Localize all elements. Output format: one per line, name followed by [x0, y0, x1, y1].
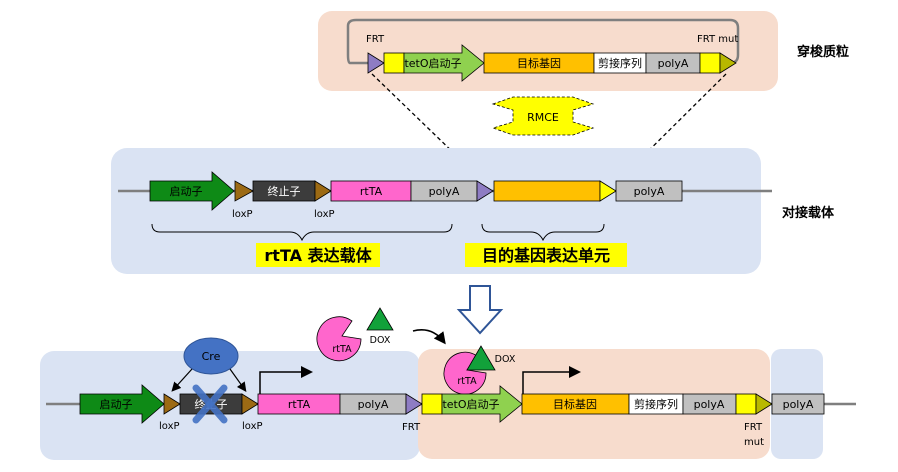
cre-arrow-right	[229, 368, 247, 392]
dox-free-label: DOX	[370, 335, 391, 346]
bottom-frt-site	[405, 393, 423, 415]
docking-frt-mut-site	[599, 180, 617, 202]
docking-polya-2	[615, 180, 683, 202]
bottom-loxp-2-label: loxP	[242, 421, 263, 432]
rmce-badge: RMCE	[491, 96, 595, 136]
bottom-tet-promoter	[441, 385, 523, 423]
brace-goi-unit	[481, 223, 605, 242]
cre-label: Cre	[202, 350, 221, 363]
dox-bound-label: DOX	[495, 354, 516, 365]
docking-loxp-2-label: loxP	[314, 209, 335, 220]
bottom-polya-3	[771, 393, 825, 415]
docking-promoter-label: 启动子	[170, 185, 203, 198]
shuttle-background	[318, 11, 778, 91]
dox-free-molecule	[366, 307, 394, 331]
shuttle-yellow-spacer-right	[699, 52, 721, 74]
docking-loxp-2	[314, 180, 332, 202]
bottom-loxp-1	[163, 393, 181, 415]
label-goi-unit-highlight	[465, 243, 627, 267]
rtta-bound-protein	[443, 351, 487, 395]
transcription-start-2	[522, 366, 581, 394]
rtta-free-protein	[316, 316, 362, 362]
bottom-frt-mut-label-1: FRT	[744, 422, 763, 433]
docking-vector: 启动子 loxP 终止子 loxP rtTA polyA polyA rtTA …	[111, 148, 835, 274]
shuttle-polya-label: polyA	[658, 57, 689, 70]
bottom-tet-promoter-label: tetO启动子	[442, 398, 499, 411]
docking-polya-2-label: polyA	[634, 185, 665, 198]
rmce-label: RMCE	[527, 111, 559, 124]
bottom-yellow-spacer-left	[421, 393, 443, 415]
shuttle-tet-promoter-label: tetO启动子	[404, 57, 461, 70]
docking-frt-site	[476, 180, 494, 202]
dox-bound-molecule	[466, 345, 496, 371]
transcription-start-1	[259, 366, 313, 394]
bottom-polya-1-label: polyA	[358, 398, 389, 411]
down-arrow-icon	[456, 285, 504, 335]
shuttle-frt-site	[367, 52, 385, 74]
bottom-frt-label: FRT	[402, 422, 421, 433]
docking-rtta-label: rtTA	[360, 185, 383, 198]
shuttle-frt-mut-site	[719, 52, 737, 74]
bottom-frt-mut-label-2: mut	[744, 437, 764, 448]
cre-recombinase	[183, 337, 239, 375]
docking-title: 对接载体	[782, 205, 835, 221]
shuttle-title: 穿梭质粒	[797, 44, 849, 60]
docking-polya-1-label: polyA	[429, 185, 460, 198]
docking-terminator-label: 终止子	[268, 184, 301, 198]
shuttle-target-gene-label: 目标基因	[517, 56, 561, 70]
binding-arrow	[412, 329, 446, 345]
label-rtta-unit-highlight	[256, 243, 380, 267]
shuttle-tet-promoter	[403, 44, 485, 82]
excision-cross-icon	[192, 384, 228, 424]
label-goi-unit: 目的基因表达单元	[482, 246, 610, 265]
cre-arrow-left	[171, 368, 193, 392]
rtta-free-label: rtTA	[332, 344, 352, 355]
bottom-loxp-1-label: loxP	[159, 421, 180, 432]
docking-promoter	[149, 171, 235, 211]
shuttle-backbone-loop	[346, 18, 740, 65]
shuttle-splice-seq-label: 剪接序列	[598, 56, 642, 70]
bottom-promoter	[79, 384, 165, 424]
bottom-polya-3-label: polyA	[783, 398, 814, 411]
docking-orange-cassette	[493, 180, 601, 202]
docking-loxp-1	[234, 180, 254, 202]
label-rtta-unit: rtTA 表达载体	[264, 246, 372, 265]
docking-loxp-1-label: loxP	[232, 209, 253, 220]
shuttle-yellow-spacer-left	[383, 52, 405, 74]
shuttle-plasmid: FRT FRT mut tetO启动子 目标基因 剪接序列 polyA 穿梭质粒	[318, 11, 849, 91]
rmce-shape	[491, 96, 595, 136]
shuttle-frt-mut-label: FRT mut	[697, 34, 738, 45]
bottom-frt-mut-site	[755, 393, 773, 415]
bottom-polya-2-label: polyA	[694, 398, 725, 411]
bottom-target-gene-label: 目标基因	[553, 397, 597, 411]
bottom-yellow-spacer-right	[735, 393, 757, 415]
bottom-promoter-label: 启动子	[100, 398, 133, 411]
shuttle-frt-label: FRT	[366, 34, 385, 45]
bottom-rtta-label: rtTA	[288, 398, 311, 411]
recombined-locus: Cre rtTA DOX rtTA DOX 启动子 loxP 终止子 loxP …	[40, 307, 856, 460]
brace-rtta-unit	[151, 223, 453, 242]
bottom-splice-seq-label: 剪接序列	[634, 397, 678, 411]
rtta-bound-label: rtTA	[457, 376, 477, 387]
docking-background	[111, 148, 761, 274]
bottom-loxp-2	[241, 393, 259, 415]
